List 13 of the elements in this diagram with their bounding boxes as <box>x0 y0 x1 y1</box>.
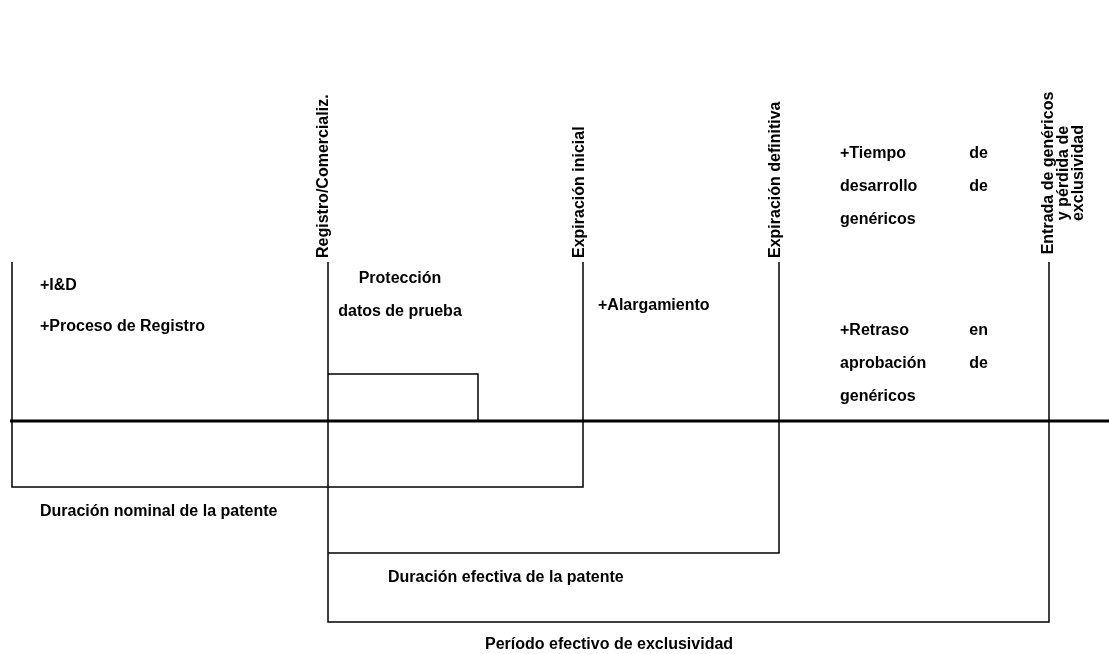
period-label: Duración nominal de la patente <box>40 501 278 521</box>
milestone-label: Entrada de genéricos y pérdida de exclusividad <box>1040 90 1085 257</box>
phase-label: +Retraso en aprobación de genéricos <box>840 320 988 406</box>
milestone-label: Registro/Comercializ. <box>314 94 332 258</box>
phase-label: +Proceso de Registro <box>40 316 205 336</box>
phase-label: +I&D <box>40 275 77 295</box>
phase-label: +Alargamiento <box>598 295 710 315</box>
milestone-label: Expiración inicial <box>570 126 588 258</box>
phase-label: +Tiempo de desarrollo de genéricos <box>840 143 988 229</box>
period-label: Período efectivo de exclusividad <box>485 634 734 654</box>
milestone-label: Expiración definitiva <box>766 101 784 258</box>
period-label: Duración efectiva de la patente <box>388 567 624 587</box>
phase-label: Protección datos de prueba <box>338 268 462 321</box>
